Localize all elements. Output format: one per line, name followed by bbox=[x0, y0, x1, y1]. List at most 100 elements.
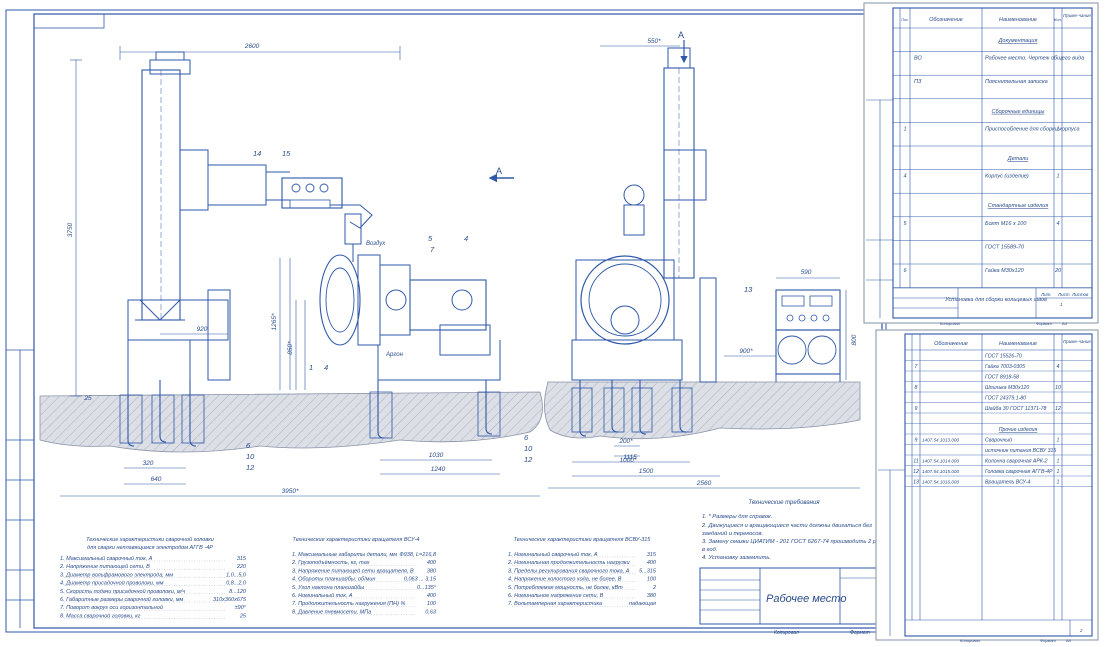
spec1-row-pos: ВО bbox=[914, 56, 923, 62]
spec2-row-name: ГОСТ 15526-70 bbox=[985, 354, 1022, 360]
spec1-row-name: Рабочее место. Чертеж общего вида bbox=[985, 56, 1084, 62]
spec2-row-name: Вращатель ВСУ-4 bbox=[985, 480, 1031, 486]
callout-7: 7 bbox=[430, 245, 435, 254]
spec1-row-name: Болт М16 х 100 bbox=[985, 221, 1027, 227]
spec-vsvu-row-label: 6. Номинальное напряжение сети, В bbox=[508, 593, 604, 599]
dim-900: 900* bbox=[739, 348, 753, 355]
spec-rotator-row-label: 7. Продолжительность нагружения (ПН) % bbox=[292, 601, 405, 607]
spec-vsvu-row-value: 400 bbox=[647, 560, 657, 566]
spec-weld-head-row-label: 8. Масса сварочной головки, кг bbox=[60, 612, 141, 619]
spec-rotator-row-label: 8. Давление пневмосети, МПа bbox=[292, 609, 371, 615]
spec2-row-designation: 1407.54.1015.000 bbox=[922, 469, 959, 474]
spec2-row-qty: 10 bbox=[1055, 385, 1061, 391]
spec2-row-qty: 4 bbox=[1057, 364, 1060, 370]
spec2-row-name: Шайба 30 ГОСТ 11371-78 bbox=[985, 405, 1047, 412]
spec1-copied: Копировал bbox=[940, 321, 961, 326]
callout-12b: 12 bbox=[524, 455, 533, 464]
spec2-row-name: ГОСТ 24379.1-80 bbox=[985, 396, 1026, 402]
spec-vsvu-row-value: 315 bbox=[647, 552, 657, 558]
spec-rotator-row-value: 380 bbox=[427, 568, 437, 574]
spec2-row-name: Гайка 7003-0305 bbox=[985, 363, 1025, 370]
spec1-stamp-lit: Лит. bbox=[1040, 292, 1052, 297]
callout-4b: 4 bbox=[464, 234, 468, 243]
spec-rotator-row-label: 5. Угол наклона планшайбы bbox=[292, 584, 364, 591]
spec2-stamp-list-val: 2 bbox=[1079, 628, 1083, 633]
spec-weld-head-row-label: 7. Поворот вокруг оси горизонтальной bbox=[60, 604, 163, 611]
drawing-title: Рабочее место bbox=[766, 593, 846, 605]
callout-1: 1 bbox=[309, 363, 313, 372]
callout-4a: 4 bbox=[324, 363, 328, 372]
note-3a: 3. Замену смазки ЦИАТИМ - 201 ГОСТ 6267-… bbox=[702, 539, 886, 545]
spec-weld-head-title-1: Технические характеристики сварочной гол… bbox=[86, 536, 214, 543]
spec2-row-zone: 7 bbox=[915, 364, 919, 370]
spec-rotator-row-label: 3. Напряжение питающей сети вращателя, В bbox=[292, 567, 414, 574]
spec-rotator-row-label: 4. Обороты планшайбы, об/мин bbox=[292, 576, 375, 583]
welding-head bbox=[281, 177, 373, 262]
spec-vsvu-row-value: падающая bbox=[629, 601, 656, 607]
spec1-row-name: Корпус (изделие) bbox=[985, 174, 1029, 180]
dim-2560: 2560 bbox=[696, 480, 712, 487]
spec1-row-zone: 1 bbox=[903, 126, 906, 132]
spec-rotator-title: Технические характеристики вращателя ВСУ… bbox=[293, 537, 420, 543]
spec2-row-designation: 1407.54.1013.000 bbox=[922, 438, 959, 443]
spec-weld-head: Технические характеристики сварочной гол… bbox=[59, 536, 247, 619]
spec2-row-name: Прочие изделия bbox=[999, 427, 1038, 433]
spec2-row-qty: 1 bbox=[1057, 469, 1060, 475]
spec2-row-zone: 8 bbox=[915, 385, 918, 391]
spec-rotator-row-value: 400 bbox=[427, 593, 437, 599]
dim-200: 200* bbox=[618, 438, 633, 445]
spec1-header-name: Наименование bbox=[999, 17, 1037, 23]
spec-weld-head-row-label: 6. Габаритные размеры сварочной головки,… bbox=[60, 596, 184, 603]
spec1-row-pos: ПЗ bbox=[914, 79, 922, 85]
spec2-row-name: Сварочный bbox=[985, 437, 1012, 444]
spec1-row-qty: 1 bbox=[1056, 126, 1059, 132]
ground-left bbox=[39, 391, 543, 453]
dim-1500: 1500 bbox=[639, 468, 654, 475]
spec1-title: Установка для сборки кольцевых швов bbox=[944, 297, 1047, 303]
spec1-row-zone: 5 bbox=[903, 221, 907, 227]
spec1-row-zone: 4 bbox=[903, 174, 906, 180]
spec1-header-pos: Поз. bbox=[901, 18, 908, 22]
spec2-row-qty: 12 bbox=[1055, 406, 1061, 412]
dimension-lines bbox=[60, 45, 860, 497]
dim-1000: 1000* bbox=[620, 457, 637, 464]
spec2-row-name: Колонна сварочная АРК-2 bbox=[985, 459, 1048, 465]
spec-weld-head-row-value: 315 bbox=[237, 556, 247, 562]
spec1-row-name: Стандартные изделия bbox=[988, 203, 1049, 209]
callout-14: 14 bbox=[253, 149, 261, 158]
spec2-row-zone: 11 bbox=[913, 459, 918, 465]
spec1-row-name: Пояснительная записка bbox=[985, 79, 1048, 85]
spec-weld-head-title-2: для сварки неплавящимся электродом АГГВ … bbox=[87, 545, 213, 551]
spec2-header-name: Наименование bbox=[999, 341, 1037, 347]
ground-right bbox=[544, 381, 861, 440]
main-sheet-frame bbox=[5, 9, 887, 633]
label-vozduh: Воздух bbox=[366, 241, 386, 247]
spec-vsvu-row-value: 100 bbox=[647, 577, 657, 583]
note-2a: 2. Движущиеся и вращающиеся части должны… bbox=[701, 523, 872, 529]
spec1-stamp-list: Лист bbox=[1057, 292, 1070, 297]
spec1-header-note: Приме-чание bbox=[1063, 13, 1091, 18]
dim-3750: 3750 bbox=[67, 222, 74, 237]
dim-320: 320 bbox=[143, 460, 154, 467]
spec-weld-head-row-value: 1,0...5,0 bbox=[226, 572, 247, 578]
title-block-copied: Копировал bbox=[774, 630, 799, 636]
callout-15: 15 bbox=[282, 149, 291, 158]
dim-590: 590 bbox=[801, 269, 812, 276]
spec1-header-designation: Обозначение bbox=[929, 17, 963, 23]
spec2-header-designation: Обозначение bbox=[934, 341, 968, 347]
spec-vsvu-row-value: 5...315 bbox=[639, 568, 657, 574]
spec1-stamp-list-val: 1 bbox=[1060, 302, 1063, 307]
spec-weld-head-row-label: 2. Напряжение питающей сети, В bbox=[59, 563, 150, 570]
spec-vsvu-title: Технические характеристики вращателя ВСВ… bbox=[514, 537, 652, 543]
spec2-row-designation: 1407.54.1014.000 bbox=[922, 459, 959, 464]
welding-column bbox=[119, 51, 290, 447]
spec2-row-zone: 9 bbox=[915, 438, 918, 444]
dim-640: 640 bbox=[151, 476, 162, 483]
spec2-header-note: Приме-чание bbox=[1063, 339, 1091, 344]
callout-13: 13 bbox=[744, 285, 753, 294]
dim-25: 25 bbox=[83, 395, 92, 402]
spec-vsvu-row-label: 3. Пределы регулирования сварочного тока… bbox=[508, 568, 630, 574]
spec-rotator-row-label: 1. Максимальные габариты детали, мм bbox=[292, 552, 397, 558]
spec-weld-head-row-value: 0,8...2,0 bbox=[226, 581, 247, 587]
callout-10b: 10 bbox=[524, 444, 533, 453]
